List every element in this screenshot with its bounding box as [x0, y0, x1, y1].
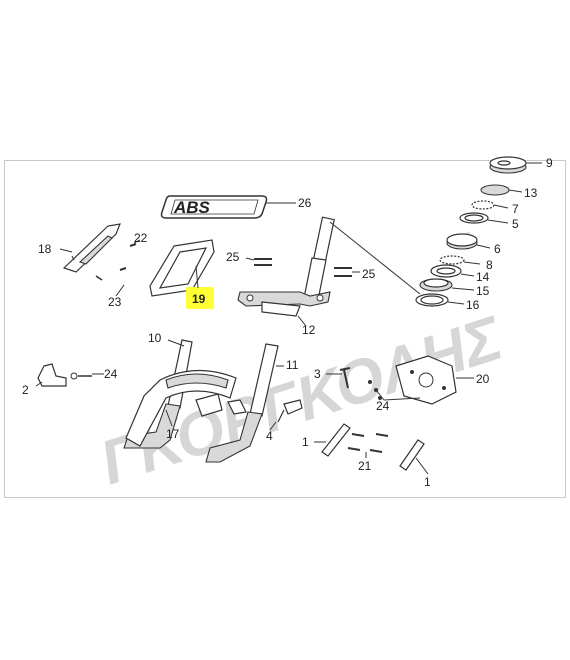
- callout-19-highlight: [186, 287, 214, 309]
- callout-15[interactable]: 15: [476, 284, 490, 298]
- callout-2[interactable]: 2: [22, 383, 29, 397]
- callout-18[interactable]: 18: [38, 242, 52, 256]
- screw-kit-part[interactable]: [347, 433, 389, 453]
- callout-24b[interactable]: 24: [376, 399, 390, 413]
- callout-1a[interactable]: 1: [302, 435, 309, 449]
- callout-9[interactable]: 9: [546, 156, 553, 170]
- callout-24a[interactable]: 24: [104, 367, 118, 381]
- callout-8[interactable]: 8: [486, 258, 493, 272]
- cover-panel-part[interactable]: [149, 239, 215, 297]
- callout-3[interactable]: 3: [314, 367, 321, 381]
- pin-bolt-part[interactable]: [339, 367, 351, 389]
- trim-strip-right-part[interactable]: [399, 439, 425, 471]
- callout-13[interactable]: 13: [524, 186, 538, 200]
- callout-10[interactable]: 10: [148, 331, 162, 345]
- callout-23[interactable]: 23: [108, 295, 122, 309]
- callout-4[interactable]: 4: [266, 429, 273, 443]
- callout-7[interactable]: 7: [512, 202, 519, 216]
- bearing-stack[interactable]: [415, 156, 527, 307]
- callout-19[interactable]: 19: [192, 292, 206, 306]
- callout-25a[interactable]: 25: [226, 250, 240, 264]
- sensor-bracket-part[interactable]: [37, 363, 92, 387]
- callout-11[interactable]: 11: [286, 358, 299, 372]
- screw-set-part[interactable]: [95, 243, 137, 281]
- callout-12[interactable]: 12: [302, 323, 316, 337]
- callout-14[interactable]: 14: [476, 270, 490, 284]
- callout-26[interactable]: 26: [298, 196, 312, 210]
- steering-stem-part[interactable]: [237, 216, 335, 317]
- front-cover-part[interactable]: [62, 223, 121, 273]
- bolt-part[interactable]: [254, 258, 352, 277]
- fork-leg-right-part[interactable]: [205, 343, 279, 463]
- callout-25b[interactable]: 25: [362, 267, 376, 281]
- callout-17[interactable]: 17: [166, 427, 180, 441]
- diagram-frame: [4, 160, 566, 498]
- hose-clip-part[interactable]: [277, 399, 303, 423]
- callout-16[interactable]: 16: [466, 298, 480, 312]
- callout-22[interactable]: 22: [134, 231, 148, 245]
- callout-5[interactable]: 5: [512, 217, 519, 231]
- callout-6[interactable]: 6: [494, 242, 501, 256]
- callout-20[interactable]: 20: [476, 372, 490, 386]
- mounting-bracket-part[interactable]: [368, 355, 457, 405]
- front-fender-part[interactable]: [125, 369, 247, 447]
- callout-21[interactable]: 21: [358, 459, 372, 473]
- abs-badge-part[interactable]: ABS: [160, 195, 268, 219]
- trim-strip-left-part[interactable]: [321, 423, 351, 457]
- abs-badge-text: ABS: [173, 198, 211, 217]
- callout-1b[interactable]: 1: [424, 475, 431, 489]
